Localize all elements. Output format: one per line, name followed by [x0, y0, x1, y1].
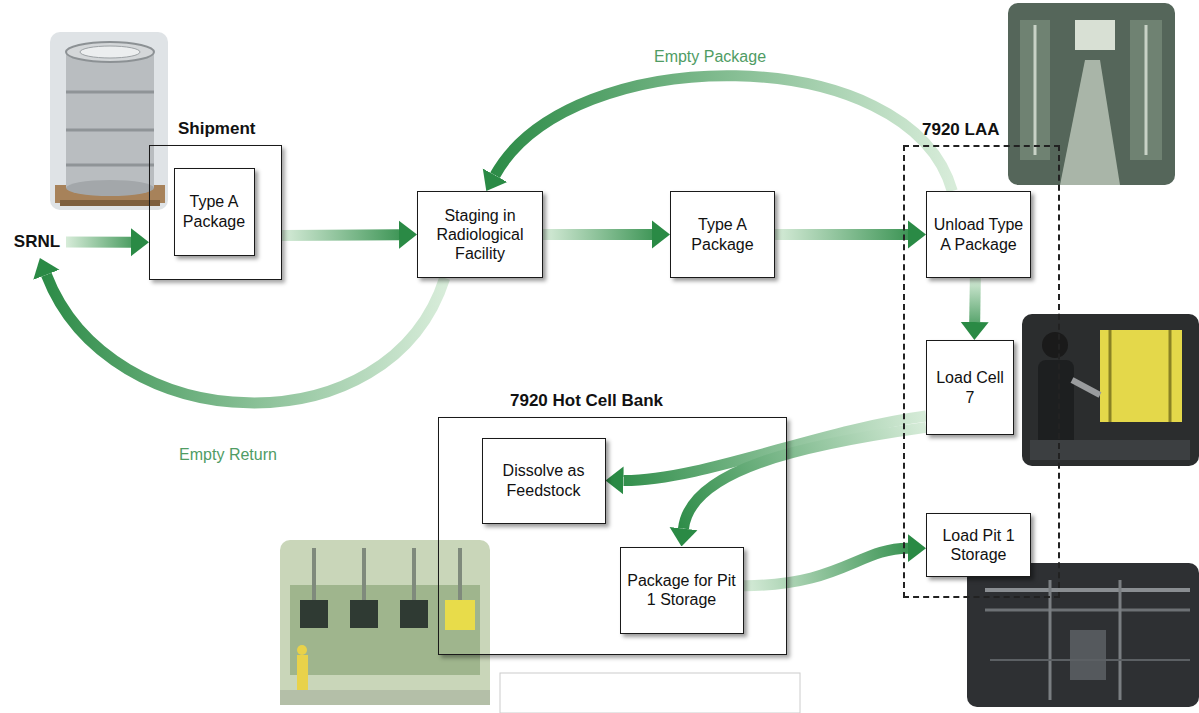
box-label: Load Pit 1 Storage	[931, 526, 1026, 564]
laa-photo-part	[1130, 20, 1162, 160]
cell-7-photo-part	[1100, 330, 1182, 422]
process-box: Type A Package	[670, 191, 775, 278]
pit-1-photo-part	[985, 609, 1190, 612]
hot-cell-photo-part	[297, 645, 307, 655]
drum-photo-part	[66, 42, 154, 62]
process-box: Staging in Radiological Facility	[417, 191, 543, 278]
drum-photo-part	[66, 52, 154, 188]
drum-photo	[50, 32, 168, 210]
group-heading: 7920 Hot Cell Bank	[510, 391, 663, 411]
drum-photo-part	[66, 164, 154, 167]
laa-photo-part	[1075, 20, 1115, 50]
flow-arrow	[744, 548, 909, 586]
box-label: Type A Package	[675, 215, 770, 253]
pit-1-photo	[967, 563, 1199, 707]
group-heading: 7920 LAA	[922, 120, 999, 140]
flow-arrow	[683, 427, 926, 528]
box-label: Dissolve as Feedstock	[487, 461, 601, 499]
laa-photo	[1008, 3, 1175, 185]
box-label: SRNL	[14, 232, 60, 252]
hot-cell-photo-part	[400, 600, 428, 628]
drum-photo-part	[80, 46, 140, 58]
pit-1-photo-part	[967, 563, 1199, 707]
drum-photo-part	[66, 91, 154, 94]
box-label: Unload Type A Package	[931, 215, 1026, 253]
cell-7-photo-part	[1072, 380, 1100, 395]
hot-cell-photo-part	[458, 548, 462, 600]
process-box: Package for Pit 1 Storage	[620, 547, 744, 634]
pit-1-photo-part	[990, 659, 1190, 661]
drum-photo-part	[66, 180, 154, 196]
hot-cell-photo-part	[300, 600, 328, 628]
flow-arrow	[543, 229, 652, 240]
blank-panel	[500, 673, 800, 713]
laa-photo-part	[1008, 3, 1175, 185]
flow-arrow	[495, 76, 952, 191]
hot-cell-photo-part	[350, 600, 378, 628]
hot-cell-photo-part	[297, 655, 308, 690]
pit-1-photo-part	[1119, 580, 1122, 700]
process-box: Unload Type A Package	[926, 191, 1031, 278]
laa-photo-part	[1020, 20, 1050, 160]
cell-7-photo-part	[1038, 360, 1074, 450]
box-label: Load Cell 7	[931, 368, 1009, 406]
drum-photo-part	[60, 200, 160, 206]
hot-cell-photo-part	[290, 585, 480, 675]
cell-7-photo-part	[1042, 332, 1068, 358]
box-label: Staging in Radiological Facility	[422, 206, 538, 264]
flow-arrow	[66, 237, 131, 248]
pit-1-photo-part	[1070, 630, 1106, 680]
box-label: Package for Pit 1 Storage	[625, 571, 739, 609]
process-box: Load Pit 1 Storage	[926, 513, 1031, 577]
flow-arrow	[623, 416, 926, 481]
process-box: Type A Package	[174, 168, 255, 256]
cell-7-photo-part	[1030, 440, 1190, 460]
flow-arrow	[969, 278, 981, 322]
cell-7-photo-part	[1109, 330, 1112, 422]
process-box: Load Cell 7	[926, 340, 1014, 435]
group-box: 7920 Hot Cell BankDissolve as FeedstockP…	[438, 417, 787, 655]
area-boundary: 7920 LAAUnload Type A PackageLoad Cell 7…	[903, 145, 1060, 598]
flow-arrow	[282, 229, 399, 241]
flow-arrow	[775, 229, 908, 240]
hot-cell-photo-part	[312, 548, 316, 600]
hot-cell-photo	[280, 540, 490, 705]
laa-photo-part	[1060, 60, 1120, 185]
hot-cell-photo-part	[362, 548, 366, 600]
hot-cell-photo-part	[280, 540, 490, 705]
hot-cell-photo-part	[445, 600, 475, 630]
cell-7-photo	[1022, 314, 1199, 466]
pit-1-photo-part	[1049, 580, 1052, 700]
laa-photo-part	[1034, 25, 1037, 155]
cell-7-photo-part	[1169, 330, 1172, 422]
hot-cell-photo-part	[280, 690, 490, 705]
laa-photo-part	[1145, 25, 1148, 155]
process-box: Dissolve as Feedstock	[482, 438, 606, 524]
arrow-label: Empty Return	[176, 445, 280, 464]
hot-cell-photo-part	[412, 548, 416, 600]
arrow-label: Empty Package	[651, 47, 769, 66]
box-label: Type A Package	[179, 192, 250, 230]
flow-arrow	[46, 275, 444, 403]
site-label: SRNL	[8, 226, 66, 258]
drum-photo-part	[66, 129, 154, 132]
cell-7-photo-part	[1022, 314, 1199, 466]
group-box: ShipmentType A Package	[149, 145, 282, 280]
pit-1-photo-part	[985, 588, 1190, 592]
drum-photo-part	[50, 32, 168, 210]
group-heading: Shipment	[178, 119, 255, 139]
